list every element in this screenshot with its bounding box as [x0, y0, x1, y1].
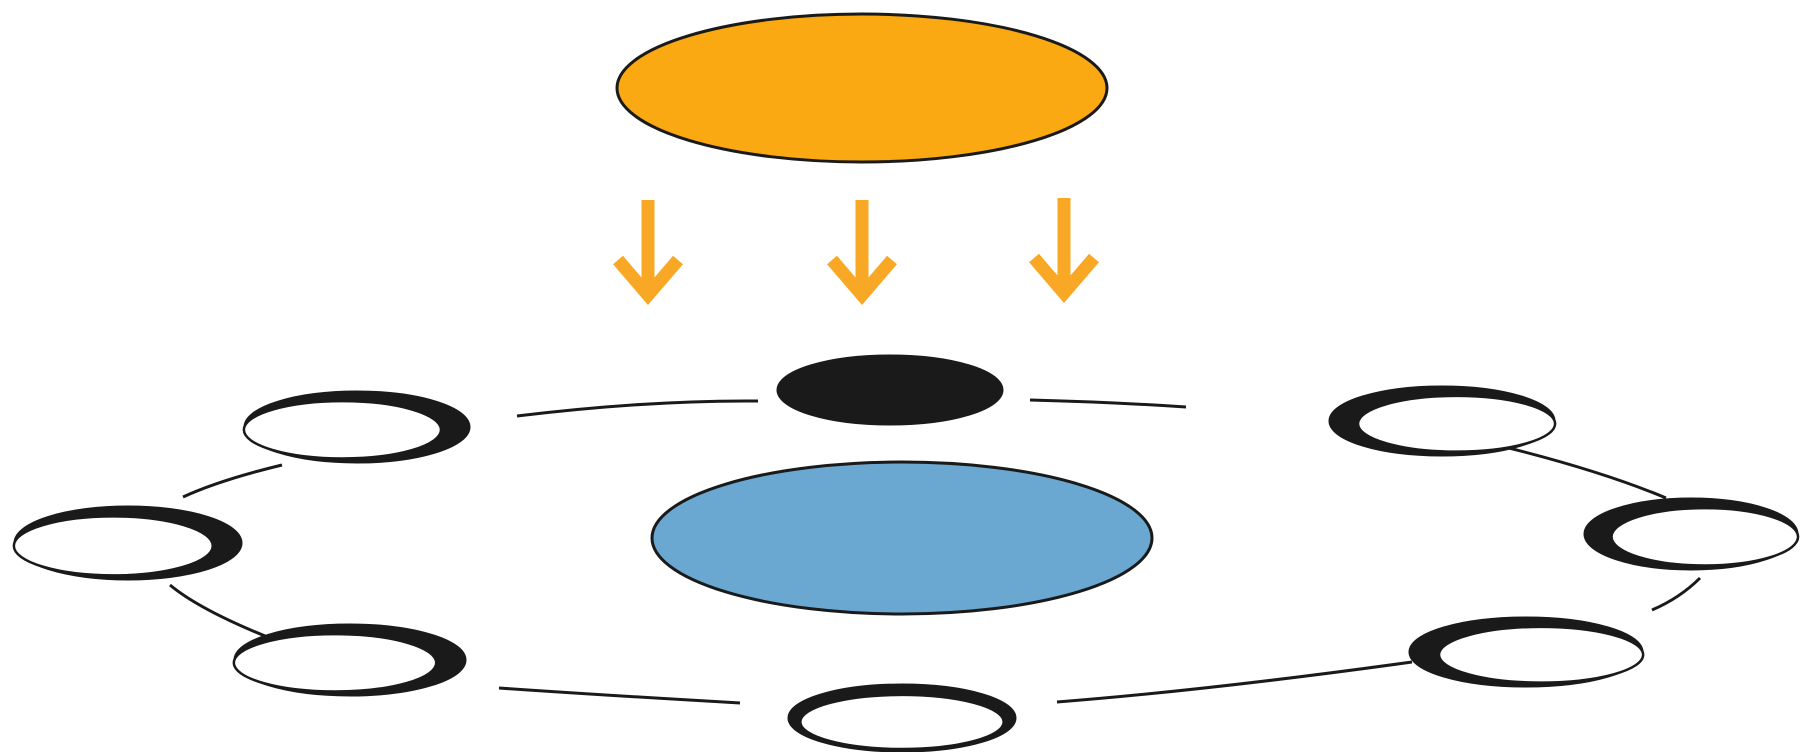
- orbit-segment: [1056, 660, 1413, 704]
- orbit-segment: [1651, 576, 1702, 612]
- moon-waning-gibbous-icon: [232, 623, 467, 697]
- moon-lit-side: [1356, 394, 1557, 453]
- moon-lit-side: [232, 632, 438, 693]
- moon-waxing-crescent-icon: [1328, 385, 1557, 457]
- down-arrow-icon: [613, 200, 683, 305]
- moon-phase-group: [12, 354, 1800, 752]
- sunlight-arrows: [613, 198, 1099, 305]
- moon-lit-side: [242, 399, 443, 460]
- earth-icon: [650, 460, 1154, 616]
- moon-lit-side: [12, 515, 214, 577]
- moon-waxing-gibbous-icon: [1408, 616, 1645, 688]
- moon-lit-side: [1437, 625, 1645, 684]
- orbit-segment: [498, 686, 741, 705]
- moon-first-quarter-icon: [1583, 497, 1800, 571]
- down-arrow-icon: [1029, 198, 1099, 303]
- orbit-segment: [182, 463, 283, 499]
- moon-full-moon-icon: [787, 683, 1017, 752]
- orbit-segment: [169, 583, 271, 640]
- moon-shadow: [776, 354, 1004, 426]
- orbit-segment: [1029, 398, 1187, 409]
- down-arrow-icon: [827, 200, 897, 305]
- orbit-segment: [516, 399, 759, 418]
- moon-new-moon-icon: [776, 354, 1004, 426]
- moon-lit-side: [1610, 506, 1800, 567]
- moon-lit-side: [799, 693, 1005, 751]
- sun-icon: [615, 12, 1109, 164]
- moon-last-quarter-icon: [12, 505, 243, 581]
- moon-waning-crescent-icon: [242, 390, 471, 464]
